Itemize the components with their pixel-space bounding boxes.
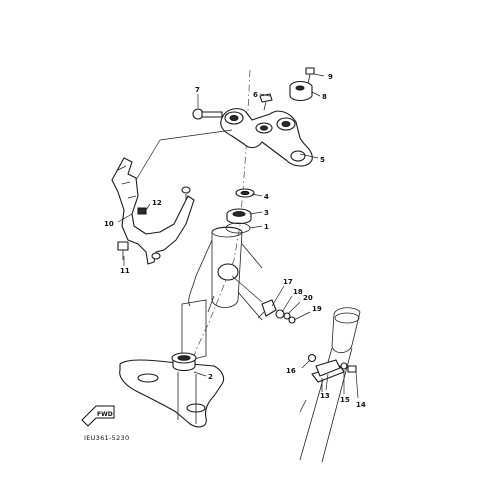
drawing-code: IEU361-5230 [84,434,129,442]
callout-2: 2 [208,373,213,381]
callout-9: 9 [328,73,333,81]
part-10-headlight-bracket [111,157,195,265]
callout-10: 10 [104,220,114,228]
part-17-lock [257,299,277,319]
callout-15: 15 [340,396,350,404]
part-15-washer [340,362,348,370]
part-4-washer [235,188,255,198]
callout-20: 20 [303,294,313,302]
part-7-bolt [192,108,223,120]
under-bracket [119,299,225,428]
part-8-handlebar-holder [289,80,313,102]
callout-19: 19 [312,305,322,313]
callout-12: 12 [152,199,162,207]
callout-1: 1 [264,223,269,231]
fwd-label: FWD [97,411,113,418]
part-6-nut [259,93,273,111]
callout-14: 14 [356,401,366,409]
callout-16: 16 [286,367,296,375]
callout-11: 11 [120,267,130,275]
part-20-spring [283,312,291,320]
part-2-lower-bearing [171,352,197,364]
fwd-arrow-icon: FWD [81,405,115,427]
callout-5: 5 [320,156,325,164]
callout-13: 13 [320,392,330,400]
callout-7: 7 [195,86,200,94]
part-9-bolt [305,67,315,85]
part-11-bolt [117,241,129,260]
callout-3: 3 [264,209,269,217]
callout-18: 18 [293,288,303,296]
part-5-upper-bracket [220,108,313,167]
callout-4: 4 [264,193,269,201]
part-12-bolt [137,207,147,215]
frame-head-pipe [188,226,263,321]
part-14-bolt [347,365,357,373]
leader-lines [117,73,359,399]
part-13-clamp [315,359,341,377]
part-16-screw [307,353,317,363]
callout-8: 8 [322,93,327,101]
callout-17: 17 [283,278,293,286]
part-3-bearing [226,208,252,225]
callout-6: 6 [253,91,258,99]
part-19-screw [288,316,296,324]
part-1-bearing-race [225,222,251,234]
fork-leg [299,307,361,463]
